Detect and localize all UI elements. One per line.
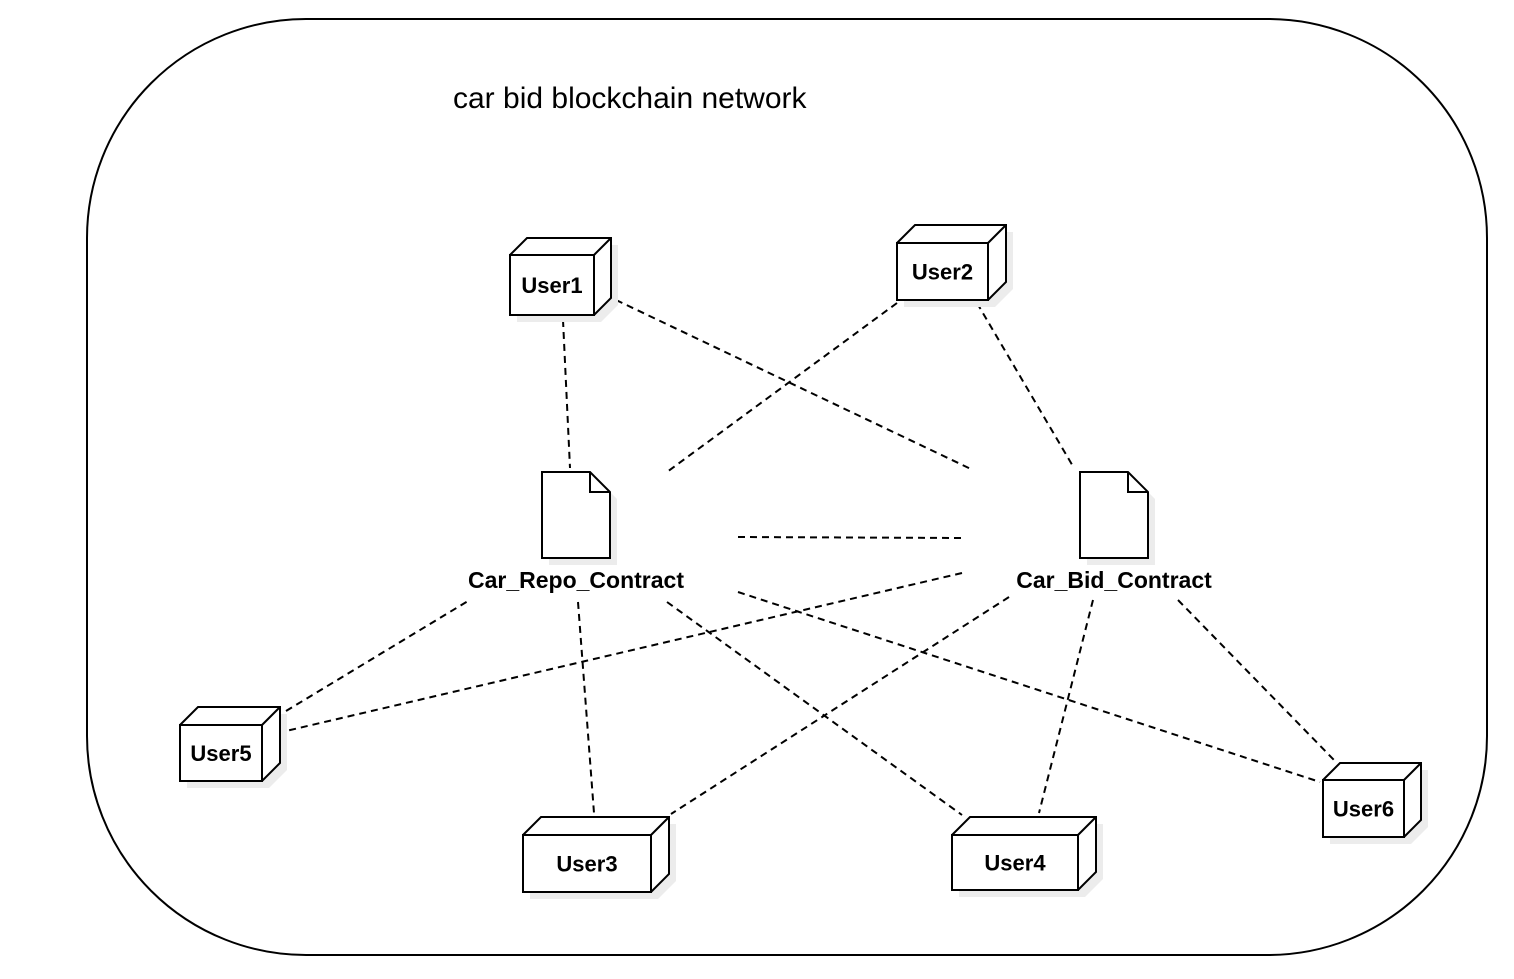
box-front-face bbox=[522, 834, 652, 893]
edge-car_bid_contract-user4 bbox=[1038, 599, 1094, 814]
edge-user5-car_repo_contract bbox=[285, 600, 469, 712]
node-user6: User6 bbox=[1322, 762, 1428, 844]
edge-car_repo_contract-user3 bbox=[577, 601, 595, 814]
edge-user1-car_repo_contract bbox=[562, 319, 571, 469]
box-front-face bbox=[509, 254, 595, 316]
node-label: User4 bbox=[984, 851, 1046, 876]
box-front-face bbox=[1322, 779, 1405, 838]
edge-user2-car_bid_contract bbox=[976, 302, 1075, 469]
box-depth-edge bbox=[1077, 816, 1097, 836]
node-user5: User5 bbox=[179, 706, 287, 788]
edge-car_repo_contract-car_bid_contract bbox=[737, 536, 963, 539]
edge-car_repo_contract-user6 bbox=[737, 591, 1321, 783]
network-boundary bbox=[86, 18, 1488, 956]
node-car_repo_contract: Car_Repo_Contract bbox=[468, 471, 684, 593]
node-label: Car_Repo_Contract bbox=[468, 567, 684, 593]
node-label: User6 bbox=[1333, 797, 1394, 822]
diagram-title: car bid blockchain network bbox=[453, 82, 807, 115]
document-fold bbox=[589, 472, 610, 493]
box-depth-edge bbox=[1403, 762, 1422, 781]
node-user1: User1 bbox=[509, 237, 618, 322]
document-icon bbox=[541, 471, 611, 559]
edge-car_repo_contract-user4 bbox=[666, 601, 963, 816]
box-front-face bbox=[951, 834, 1079, 891]
node-user4: User4 bbox=[951, 816, 1103, 897]
edge-car_bid_contract-user6 bbox=[1177, 599, 1335, 761]
box-depth-edge bbox=[987, 224, 1007, 244]
box-front-face bbox=[179, 724, 263, 782]
box-depth-edge bbox=[261, 706, 281, 726]
node-label: Car_Bid_Contract bbox=[1016, 567, 1212, 593]
node-user3: User3 bbox=[522, 816, 676, 899]
box-depth-edge bbox=[650, 816, 670, 836]
document-fold bbox=[1127, 472, 1148, 493]
edge-user2-car_repo_contract bbox=[666, 302, 898, 473]
node-label: User1 bbox=[521, 273, 582, 298]
box-front-face bbox=[896, 242, 989, 301]
node-label: User3 bbox=[556, 852, 617, 877]
node-car_bid_contract: Car_Bid_Contract bbox=[1016, 471, 1212, 593]
box-depth-edge bbox=[593, 237, 612, 256]
edge-user1-car_bid_contract bbox=[615, 299, 974, 471]
node-user2: User2 bbox=[896, 224, 1013, 307]
edge-car_bid_contract-user5 bbox=[285, 572, 963, 732]
node-label: User2 bbox=[912, 260, 973, 285]
document-icon bbox=[1079, 471, 1149, 559]
node-label: User5 bbox=[190, 741, 251, 766]
edge-car_bid_contract-user3 bbox=[670, 596, 1010, 815]
